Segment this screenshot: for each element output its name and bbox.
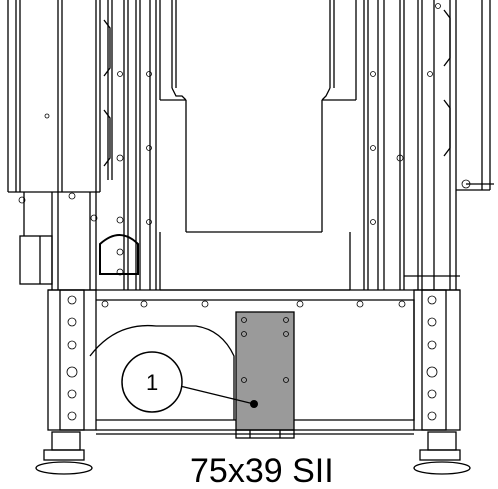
- bolt-hole: [90, 214, 98, 222]
- callout-leader-line: [179, 385, 255, 405]
- right-leg: [413, 289, 471, 475]
- bolt-hole: [68, 192, 76, 200]
- bolt-hole: [18, 196, 26, 204]
- callout-bubble: [121, 351, 183, 413]
- callout-number: 1: [146, 370, 158, 395]
- center-channel: [159, 0, 357, 291]
- bolt-hole: [117, 71, 123, 77]
- bolt-hole: [44, 113, 50, 119]
- bolt-hole: [146, 219, 152, 225]
- left-column-frame: [7, 0, 157, 290]
- bolt-hole: [116, 216, 124, 224]
- left-leg: [35, 289, 97, 475]
- bolt-hole: [146, 145, 152, 151]
- right-column-frame: [363, 0, 494, 290]
- callout-1: 1: [121, 351, 255, 413]
- bolt-hole: [146, 71, 152, 77]
- mounting-bracket: [235, 311, 295, 439]
- model-caption: 75x39 SII: [190, 452, 334, 489]
- bolt-hole: [116, 154, 124, 162]
